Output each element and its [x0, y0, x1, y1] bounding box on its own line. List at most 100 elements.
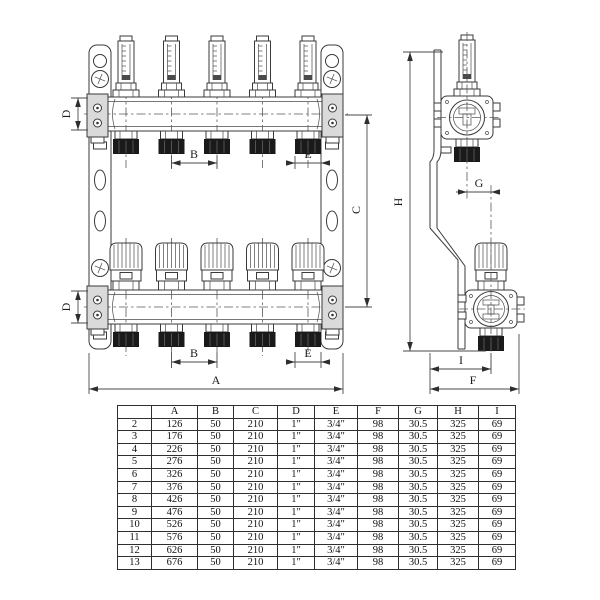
table-cell: 30.5: [398, 530, 438, 545]
table-cell: 326: [151, 467, 198, 482]
table-cell: 98: [357, 467, 399, 482]
table-header-cell: E: [314, 405, 358, 419]
table-cell: 1″: [277, 480, 315, 495]
dim-label-h: H: [391, 197, 405, 206]
table-cell: 98: [357, 530, 399, 545]
table-cell: 126: [151, 417, 198, 432]
table-cell: 3/4″: [314, 556, 358, 570]
table-cell: 210: [233, 530, 278, 545]
table-cell: 69: [478, 493, 516, 507]
dim-E-bottom: E: [286, 346, 330, 368]
table-cell: 210: [233, 455, 278, 469]
table-cell: 30.5: [398, 430, 438, 444]
table-cell: 210: [233, 556, 278, 570]
table-cell: 476: [151, 505, 198, 520]
table-cell: 98: [357, 455, 399, 469]
table-header-cell: G: [398, 405, 438, 419]
table-cell: 3/4″: [314, 480, 358, 495]
dim-F: F: [430, 334, 520, 394]
table-cell: 325: [437, 518, 479, 532]
table-cell: 30.5: [398, 493, 438, 507]
side-center-lines: [437, 32, 525, 373]
table-cell: 1″: [277, 530, 315, 545]
dim-label-e-top: E: [304, 147, 311, 161]
valve-actuator: [291, 242, 325, 291]
table-cell: 50: [197, 480, 234, 495]
table-cell: 30.5: [398, 417, 438, 432]
table-cell: 50: [197, 442, 234, 457]
flow-meter: [249, 35, 276, 98]
table-cell: 1″: [277, 455, 315, 469]
table-cell: 30.5: [398, 455, 438, 469]
table-header-cell: A: [151, 405, 198, 419]
dim-G: G: [456, 176, 500, 195]
table-header-cell: F: [357, 405, 399, 419]
dim-D-bottom: D: [59, 290, 88, 324]
table-cell: 5: [117, 455, 152, 469]
table-cell: 98: [357, 505, 399, 520]
table-cell: 98: [357, 480, 399, 495]
table-cell: 325: [437, 505, 479, 520]
dim-label-g: G: [475, 176, 484, 190]
table-header-cell: H: [437, 405, 479, 419]
table-cell: 30.5: [398, 556, 438, 570]
front-view: D D B E: [59, 35, 372, 394]
table-cell: 69: [478, 467, 516, 482]
valve-actuators: [109, 242, 325, 291]
table-cell: 7: [117, 480, 152, 495]
table-cell: 69: [478, 505, 516, 520]
table-cell: 69: [478, 455, 516, 469]
table-cell: 3/4″: [314, 530, 358, 545]
dim-C: C: [345, 114, 372, 308]
table-cell: 9: [117, 505, 152, 520]
dim-label-b-bottom: B: [190, 346, 198, 360]
table-cell: 3/4″: [314, 467, 358, 482]
table-cell: 69: [478, 556, 516, 570]
table-cell: 325: [437, 430, 479, 444]
table-cell: 6: [117, 467, 152, 482]
table-cell: 526: [151, 518, 198, 532]
valve-actuator: [109, 242, 143, 291]
table-cell: 3/4″: [314, 430, 358, 444]
table-cell: 226: [151, 442, 198, 457]
table-cell: 325: [437, 455, 479, 469]
manifold-technical-drawing: D D B E: [59, 32, 525, 394]
valve-actuator: [246, 242, 279, 291]
table-cell: 1″: [277, 556, 315, 570]
table-cell: 30.5: [398, 467, 438, 482]
table-cell: 30.5: [398, 518, 438, 532]
table-cell: 30.5: [398, 442, 438, 457]
table-cell: 210: [233, 467, 278, 482]
dim-B-top: B: [171, 147, 218, 169]
dim-E-top: E: [286, 147, 330, 169]
table-cell: 3/4″: [314, 518, 358, 532]
table-cell: 98: [357, 556, 399, 570]
dim-B-bottom: B: [171, 346, 218, 368]
table-cell: 69: [478, 430, 516, 444]
table-cell: 50: [197, 518, 234, 532]
table-cell: 4: [117, 442, 152, 457]
table-cell: 325: [437, 467, 479, 482]
table-header-cell: [117, 405, 152, 419]
dim-A: A: [88, 353, 344, 394]
table-cell: 1″: [277, 442, 315, 457]
dim-I: I: [429, 353, 492, 394]
table-cell: 50: [197, 556, 234, 570]
dim-label-a: A: [212, 373, 221, 387]
table-cell: 98: [357, 430, 399, 444]
dim-label-c: C: [349, 206, 363, 214]
table-cell: 30.5: [398, 480, 438, 495]
table-cell: 69: [478, 543, 516, 558]
table-cell: 3/4″: [314, 417, 358, 432]
table-cell: 426: [151, 493, 198, 507]
table-cell: 1″: [277, 467, 315, 482]
